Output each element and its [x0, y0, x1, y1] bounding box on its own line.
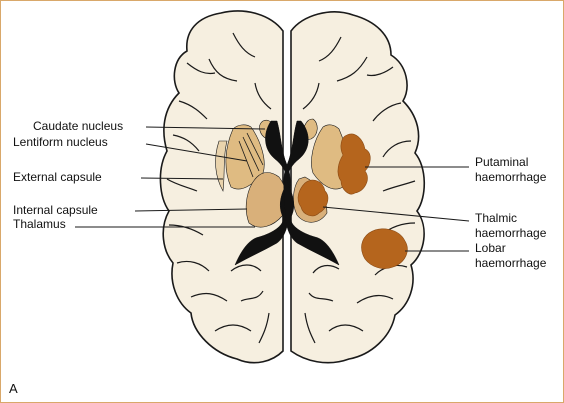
right-lateral-ventricle	[283, 120, 340, 266]
external-capsule-leader	[140, 177, 224, 180]
internal-capsule-leader	[134, 208, 248, 212]
lentiform-leader	[145, 143, 248, 162]
haemorrhages	[297, 133, 408, 269]
label-caudate-nucleus: Caudate nucleus	[33, 119, 124, 133]
thalamic-haemorrhage	[297, 179, 329, 217]
lobar-haemorrhage	[361, 228, 408, 269]
caudate-leader	[145, 126, 266, 130]
lateral-ventricles	[234, 120, 340, 266]
label-putaminal-haemorrhage: Putaminal haemorrhage	[475, 155, 546, 185]
label-lobar-line1: Lobar	[475, 241, 506, 255]
label-lobar-haemorrhage: Lobar haemorrhage	[475, 241, 546, 271]
brain-outline	[159, 10, 426, 364]
label-lobar-line2: haemorrhage	[475, 256, 547, 270]
thalamic-leader	[322, 206, 470, 222]
putaminal-haemorrhage	[337, 133, 371, 195]
sulci-lines	[166, 32, 416, 344]
leader-lines	[75, 126, 470, 252]
label-external-capsule: External capsule	[13, 170, 102, 184]
label-thalamic-line1: Thalmic	[475, 211, 518, 225]
label-thalamus: Thalamus	[13, 217, 66, 231]
label-internal-capsule: Internal capsule	[13, 203, 98, 217]
figure-letter: A	[9, 381, 18, 396]
label-putaminal-line1: Putaminal	[475, 155, 529, 169]
label-thalamic-line2: haemorrhage	[475, 226, 547, 240]
label-putaminal-line2: haemorrhage	[475, 170, 547, 184]
internal-capsule-stripes	[238, 132, 264, 178]
label-thalamic-haemorrhage: Thalmic haemorrhage	[475, 211, 546, 241]
label-lentiform-nucleus: Lentiform nucleus	[13, 135, 108, 149]
